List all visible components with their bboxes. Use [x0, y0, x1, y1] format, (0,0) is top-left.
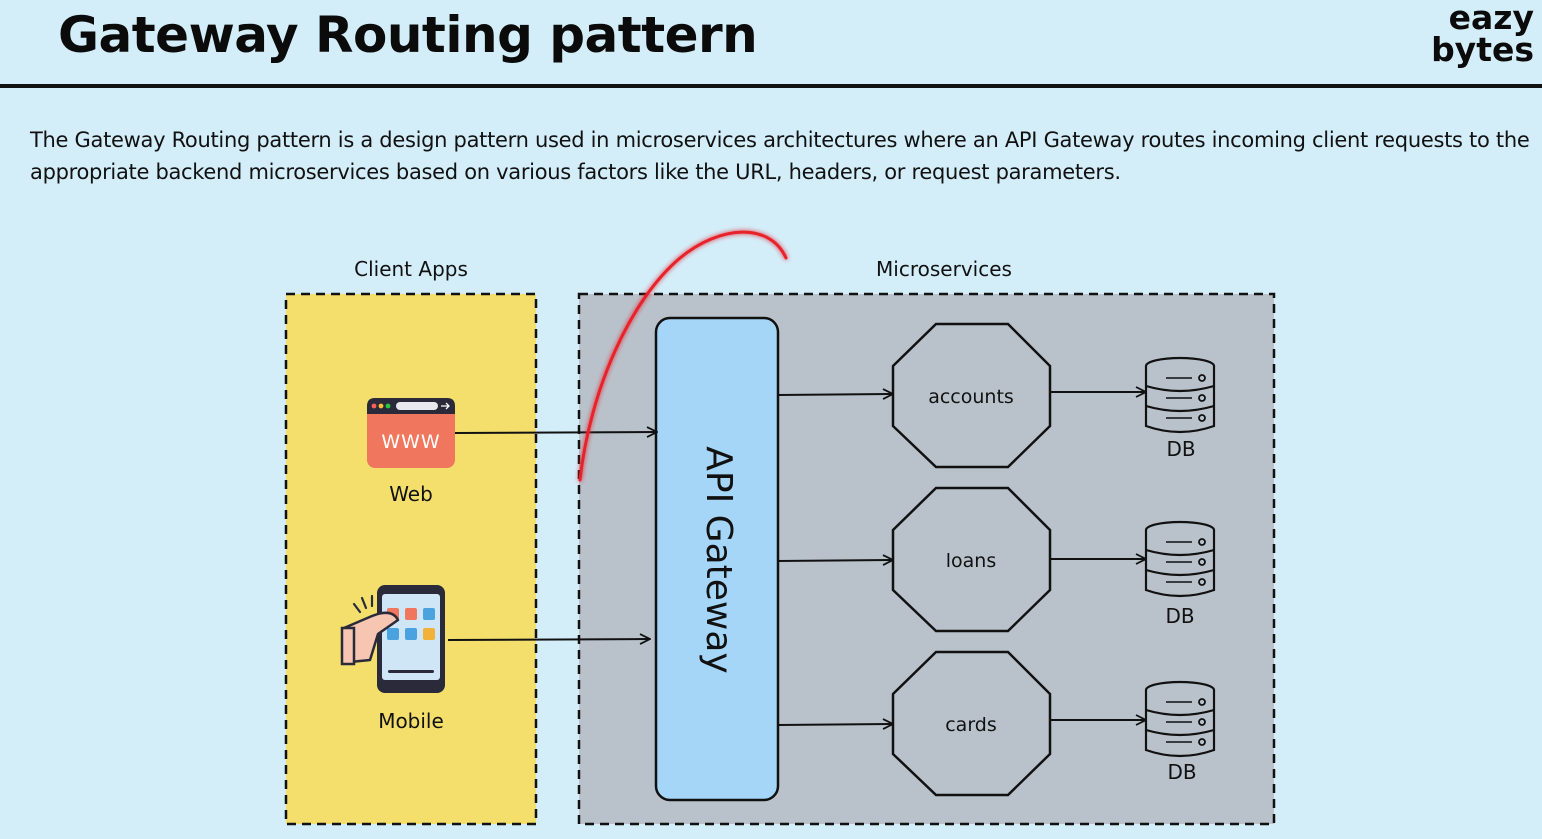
cards-db-icon	[1144, 680, 1216, 758]
web-browser-icon: WWW	[367, 398, 455, 468]
gateway-to-cards-arrow	[777, 724, 893, 725]
logo-line-2: bytes	[1431, 30, 1534, 69]
header-bar: Gateway Routing pattern eazy bytes	[0, 0, 1542, 88]
api-gateway-label: API Gateway	[698, 446, 739, 673]
accounts-db-label: DB	[1166, 437, 1195, 461]
loans-db-icon	[1144, 520, 1216, 598]
eazybytes-logo: eazy bytes	[1431, 0, 1534, 69]
cards-service-node	[891, 650, 1052, 797]
page-title: Gateway Routing pattern	[58, 6, 758, 64]
web-label: Web	[389, 482, 433, 506]
mobile-phone-icon	[340, 585, 445, 693]
microservices-label: Microservices	[876, 257, 1012, 281]
red-annotation-stroke	[578, 230, 788, 482]
description-text: The Gateway Routing pattern is a design …	[30, 128, 1530, 184]
loans-service-node	[891, 486, 1052, 633]
client-apps-label: Client Apps	[354, 257, 468, 281]
api-gateway-box	[654, 316, 780, 802]
loans-db-label: DB	[1165, 604, 1194, 628]
mobile-label: Mobile	[378, 709, 444, 733]
cards-db-label: DB	[1167, 760, 1196, 784]
accounts-service-label: accounts	[928, 386, 1014, 408]
logo-line-1: eazy	[1448, 0, 1534, 37]
gateway-to-loans-arrow	[777, 560, 893, 561]
accounts-service-node	[891, 322, 1052, 469]
web-to-gateway-arrow	[454, 432, 657, 433]
client-apps-group	[284, 292, 538, 826]
loans-service-label: loans	[946, 550, 997, 572]
mobile-to-gateway-arrow	[447, 639, 650, 640]
gateway-to-accounts-arrow	[777, 394, 893, 395]
cards-service-label: cards	[945, 714, 997, 736]
accounts-db-icon	[1144, 356, 1216, 434]
web-icon-text: WWW	[381, 431, 440, 453]
